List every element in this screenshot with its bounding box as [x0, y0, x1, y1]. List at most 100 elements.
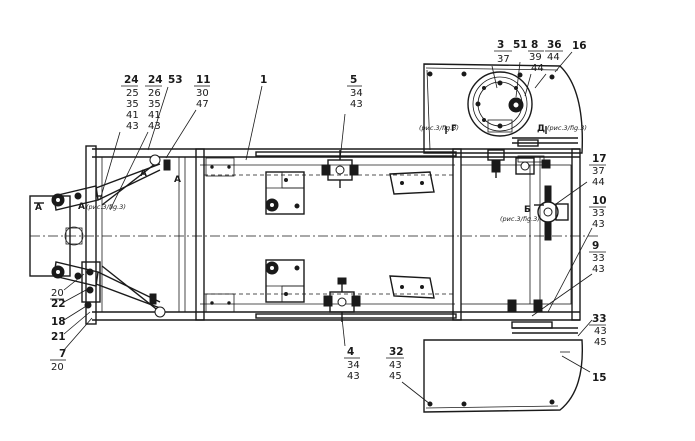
- section-a-arm: А: [78, 202, 85, 212]
- callout-5: 5 34 43: [347, 74, 363, 110]
- svg-text:43: 43: [347, 371, 360, 382]
- view-ref-d: (рис.3/fig.3): [547, 124, 587, 132]
- svg-text:16: 16: [572, 40, 587, 52]
- svg-text:41: 41: [126, 110, 139, 121]
- svg-text:34: 34: [347, 360, 360, 371]
- svg-text:45: 45: [594, 337, 607, 348]
- callout-24b: 24 26 35 41 43: [145, 74, 163, 132]
- section-d: Д: [537, 124, 545, 134]
- svg-text:47: 47: [196, 99, 209, 110]
- callout-51: 51: [513, 39, 528, 51]
- section-a-left: А: [35, 203, 42, 213]
- mount-plates: [205, 157, 235, 313]
- svg-text:43: 43: [592, 219, 605, 230]
- svg-text:44: 44: [531, 63, 544, 74]
- section-marks: А А А А Г Д Б (рис.3/fig.3) (рис.3/fig.3…: [34, 124, 587, 223]
- svg-text:44: 44: [547, 52, 560, 63]
- svg-text:22: 22: [51, 298, 66, 310]
- svg-text:37: 37: [497, 54, 510, 65]
- svg-text:15: 15: [592, 372, 607, 384]
- svg-text:11: 11: [196, 74, 211, 86]
- svg-text:7: 7: [59, 348, 66, 360]
- svg-text:25: 25: [126, 88, 139, 99]
- callout-10: 10 33 43: [589, 195, 607, 230]
- callout-16: 16: [572, 40, 587, 52]
- callout-20: 20: [50, 288, 64, 300]
- svg-text:33: 33: [592, 313, 607, 325]
- svg-text:20: 20: [51, 288, 64, 299]
- bracket-upper-left: [265, 171, 305, 215]
- callout-7: 7 20: [50, 348, 66, 373]
- callout-22: 22: [51, 298, 66, 310]
- svg-text:51: 51: [513, 39, 528, 51]
- callout-9: 9 33 43: [589, 240, 606, 275]
- callout-8: 8 39 44: [528, 39, 544, 74]
- upper-fender: [423, 63, 584, 154]
- svg-text:43: 43: [592, 264, 605, 275]
- svg-text:21: 21: [51, 331, 66, 343]
- svg-text:9: 9: [592, 240, 599, 252]
- view-ref-b: (рис.3/fig.3): [500, 215, 540, 223]
- svg-text:18: 18: [51, 316, 66, 328]
- section-b: Б: [524, 205, 531, 215]
- callout-3: 3 37: [494, 39, 512, 65]
- main-frame: [85, 145, 581, 325]
- svg-text:43: 43: [148, 121, 161, 132]
- callout-1: 1: [260, 74, 267, 86]
- inner-beams: [204, 157, 572, 312]
- svg-text:20: 20: [51, 362, 64, 373]
- svg-text:1: 1: [260, 74, 267, 86]
- svg-text:39: 39: [529, 52, 542, 63]
- svg-text:3: 3: [497, 39, 504, 51]
- svg-text:35: 35: [148, 99, 161, 110]
- svg-text:35: 35: [126, 99, 139, 110]
- valve-4: [323, 277, 361, 322]
- svg-text:44: 44: [592, 177, 605, 188]
- svg-text:37: 37: [592, 166, 605, 177]
- svg-text:24: 24: [124, 74, 139, 86]
- lower-fender: [423, 339, 584, 413]
- view-ref-g: (рис.3/fig.3): [419, 124, 459, 132]
- leader-lines: [63, 51, 593, 405]
- svg-text:33: 33: [592, 253, 605, 264]
- callout-18: 18: [51, 316, 66, 328]
- svg-text:41: 41: [148, 110, 161, 121]
- svg-text:43: 43: [126, 121, 139, 132]
- svg-text:45: 45: [389, 371, 402, 382]
- hitch-assembly: [29, 154, 171, 318]
- svg-text:53: 53: [168, 74, 183, 86]
- callout-21: 21: [51, 331, 66, 343]
- svg-text:34: 34: [350, 88, 363, 99]
- tank-assembly: [467, 71, 533, 137]
- callout-33: 33 43 45: [589, 313, 607, 348]
- callout-11: 11 30 47: [194, 74, 211, 110]
- callout-15: 15: [592, 372, 607, 384]
- svg-text:5: 5: [350, 74, 357, 86]
- svg-text:32: 32: [389, 346, 404, 358]
- svg-text:36: 36: [547, 39, 562, 51]
- svg-text:10: 10: [592, 195, 607, 207]
- svg-text:43: 43: [594, 326, 607, 337]
- svg-text:43: 43: [350, 99, 363, 110]
- callout-53: 53: [168, 74, 183, 86]
- svg-text:43: 43: [389, 360, 402, 371]
- fittings-right: [487, 137, 578, 334]
- svg-text:4: 4: [347, 346, 354, 358]
- callout-17: 17 37 44: [589, 153, 607, 188]
- angle-blocks: [389, 171, 435, 299]
- callout-36: 36 44: [545, 39, 563, 63]
- section-a-right: А: [174, 175, 181, 185]
- view-ref-a: (рис.3/fig.3): [86, 203, 126, 211]
- svg-text:8: 8: [531, 39, 538, 51]
- bracket-lower-left: [265, 259, 305, 303]
- svg-text:33: 33: [592, 208, 605, 219]
- svg-text:17: 17: [592, 153, 607, 165]
- svg-text:26: 26: [148, 88, 161, 99]
- callout-24a: 24 25 35 41 43: [121, 74, 139, 132]
- callout-32: 32 43 45: [386, 346, 404, 382]
- callout-4: 4 34 43: [344, 346, 360, 382]
- section-a-mid: А: [140, 169, 147, 179]
- svg-text:24: 24: [148, 74, 163, 86]
